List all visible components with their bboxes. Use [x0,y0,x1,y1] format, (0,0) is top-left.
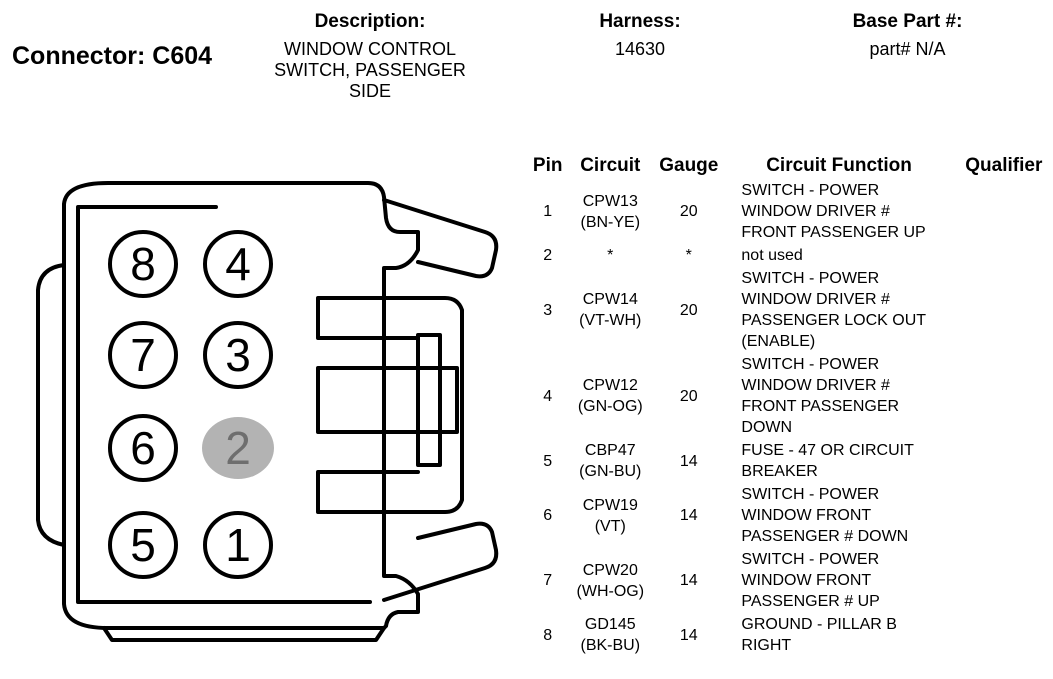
pin-circle [202,417,274,479]
connector-title: Connector: C604 [12,42,213,70]
inner-frame [76,205,372,604]
pin-number: 6 [130,422,156,474]
bottom-lip [102,626,386,642]
pin-cell: 1 [543,203,553,220]
housing-outline [62,181,420,630]
qualifier-cell [955,483,1053,548]
harness-label: Harness: [599,11,681,32]
pin-5: 5 [108,511,178,579]
header-pin: Pin [532,155,563,176]
pin-2: 2 [202,417,274,479]
pin-number: 4 [225,238,251,290]
gauge-cell: 14 [679,572,698,589]
pin-7: 7 [108,321,178,389]
function-cell: SWITCH - POWER WINDOW DRIVER # FRONT PAS… [741,356,900,436]
upper-slot [316,296,420,340]
circuit-cell: CPW14 (VT-WH) [579,291,642,329]
pin-circle [203,321,273,389]
header-circuit-function: Circuit Function [766,155,912,176]
lower-right-tab [382,521,499,602]
base-part-label: Base Part #: [852,11,963,32]
center-slot [316,366,420,434]
qualifier-cell [955,353,1053,439]
gauge-cell: 20 [679,203,698,220]
pin-circle [203,230,273,298]
lower-slot [316,470,420,514]
upper-right-tab [382,198,499,279]
pin-number: 8 [130,238,156,290]
pin-number: 2 [225,422,251,474]
table-row: 7 CPW20 (WH-OG) 14 SWITCH - POWER WINDOW FR… [529,548,1053,613]
description-label: Description: [314,11,426,32]
qualifier-cell [955,613,1053,657]
circuit-cell: CPW20 (WH-OG) [576,561,645,600]
pin-cell: 3 [543,301,553,319]
function-cell: not used [741,247,803,264]
base-part-value: part# N/A [869,39,946,59]
pin-cell: 6 [543,507,553,524]
pin-circle [108,511,178,579]
pin-8: 8 [108,230,178,298]
circuit-cell: CPW12 (GN-OG) [577,377,643,415]
gauge-cell: 14 [679,507,698,524]
pin-table-header: Pin Circuit Gauge Circuit Function Quali… [529,153,1053,179]
pin-circle [108,321,178,389]
table-row: 5 CBP47 (GN-BU) 14 FUSE - 47 OR CIRCUIT BRE… [529,439,1053,483]
header-gauge: Gauge [659,155,719,176]
gauge-cell: 14 [679,452,698,470]
connector-face-diagram: 8 4 7 3 6 2 5 1 [36,181,499,642]
pin-1: 1 [203,511,273,579]
circuit-cell: CPW19 (VT) [582,496,638,535]
gauge-cell: * [685,247,692,264]
pin-circle [108,414,178,482]
pin-number: 7 [130,329,156,381]
gauge-cell: 20 [679,301,698,319]
left-latch [36,263,66,547]
pin-cell: 8 [543,626,553,644]
qualifier-cell [955,548,1053,613]
qualifier-cell [955,179,1053,244]
key-inner [416,333,442,467]
gauge-cell: 14 [679,626,698,644]
key-center [416,366,459,434]
gauge-cell: 20 [679,387,698,405]
function-cell: FUSE - 47 OR CIRCUIT BREAKER [741,442,914,480]
pin-number: 3 [225,329,251,381]
table-row: 6 CPW19 (VT) 14 SWITCH - POWER WINDOW FRONT… [529,483,1053,548]
function-cell: SWITCH - POWER WINDOW FRONT PASSENGER # … [741,551,880,610]
pin-cell: 2 [543,247,553,264]
function-cell: SWITCH - POWER WINDOW DRIVER # PASSENGER… [741,270,927,350]
qualifier-cell [955,244,1053,267]
circuit-cell: * [607,247,614,264]
function-cell: SWITCH - POWER WINDOW DRIVER # FRONT PAS… [741,182,926,241]
pin-circle [203,511,273,579]
pin-circle [108,230,178,298]
qualifier-cell [955,439,1053,483]
description-value: WINDOW CONTROL SWITCH, PASSENGER SIDE [274,39,466,101]
table-row: 3 CPW14 (VT-WH) 20 SWITCH - POWER WINDOW DR… [529,267,1053,353]
pin-4: 4 [203,230,273,298]
table-row: 1 CPW13 (BN-YE) 20 SWITCH - POWER WINDOW DR… [529,179,1053,244]
function-cell: SWITCH - POWER WINDOW FRONT PASSENGER # … [741,486,909,545]
pin-cell: 5 [543,452,553,470]
pin-number: 1 [225,519,251,571]
pin-cell: 7 [543,572,553,589]
table-row: 2 * * not used [529,244,1053,267]
right-key [382,296,464,514]
harness-value: 14630 [614,39,666,59]
pin-cell: 4 [543,387,553,405]
table-row: 4 CPW12 (GN-OG) 20 SWITCH - POWER WINDOW DR… [529,353,1053,439]
table-row: 8 GD145 (BK-BU) 14 GROUND - PILLAR B RIGHT [529,613,1053,657]
pin-3: 3 [203,321,273,389]
header-qualifier: Qualifier [965,155,1043,176]
pin-number: 5 [130,519,156,571]
function-cell: GROUND - PILLAR B RIGHT [741,616,897,654]
header-circuit: Circuit [580,155,641,176]
circuit-cell: CPW13 (BN-YE) [580,192,641,231]
pin-table: Pin Circuit Gauge Circuit Function Quali… [529,153,1053,657]
circuit-cell: GD145 (BK-BU) [580,616,641,654]
qualifier-cell [955,267,1053,353]
circuit-cell: CBP47 (GN-BU) [579,442,642,480]
pin-6: 6 [108,414,178,482]
